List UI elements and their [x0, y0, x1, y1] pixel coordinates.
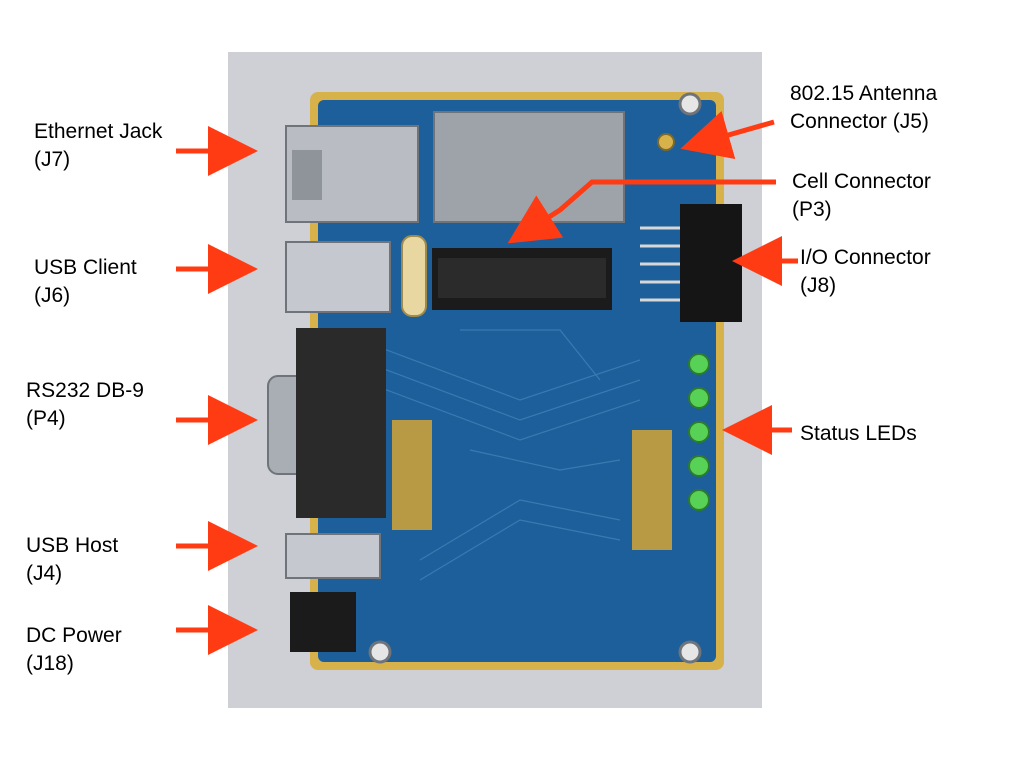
label-status-leds: Status LEDs — [800, 420, 917, 448]
label-io-connector: I/O Connector (J8) — [800, 244, 931, 300]
label-dc-power: DC Power (J18) — [26, 622, 122, 678]
label-usb-host: USB Host (J4) — [26, 532, 118, 588]
label-usb-client: USB Client (J6) — [34, 254, 137, 310]
arrow-antenna — [690, 122, 774, 146]
label-cell-connector: Cell Connector (P3) — [792, 168, 931, 224]
label-rs232: RS232 DB-9 (P4) — [26, 377, 144, 433]
label-ethernet-jack: Ethernet Jack (J7) — [34, 118, 162, 174]
arrow-cell — [516, 182, 776, 238]
label-antenna-connector: 802.15 Antenna Connector (J5) — [790, 80, 937, 136]
